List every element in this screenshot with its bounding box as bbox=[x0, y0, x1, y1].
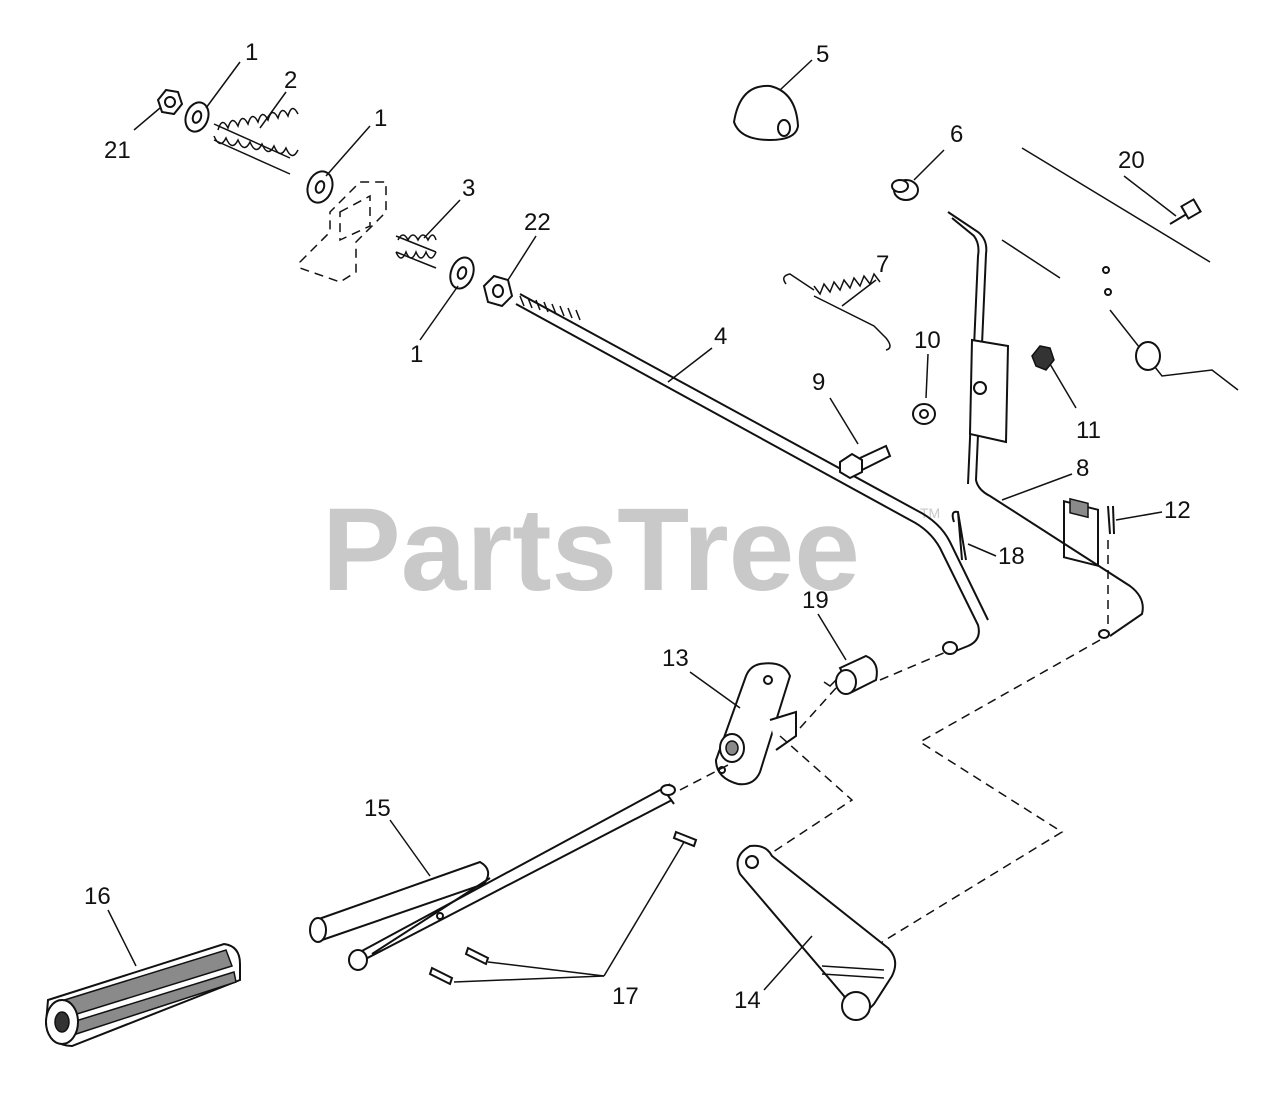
part-13-bracket[interactable] bbox=[714, 662, 797, 786]
watermark-brand: PartsTree bbox=[322, 484, 860, 616]
callout-14: 14 bbox=[734, 987, 761, 1014]
callout-12: 12 bbox=[1164, 497, 1191, 524]
callout-1-middle: 1 bbox=[374, 105, 387, 132]
part-20-screw[interactable] bbox=[1169, 198, 1202, 225]
part-7-spring[interactable] bbox=[783, 272, 891, 351]
assembly-dashed-lines bbox=[679, 540, 1109, 943]
callout-10: 10 bbox=[914, 327, 941, 354]
callout-15: 15 bbox=[364, 795, 391, 822]
part-17-pin-b[interactable] bbox=[464, 946, 490, 966]
part-9-bolt[interactable] bbox=[839, 444, 892, 480]
part-18-cotter-pin[interactable] bbox=[951, 510, 967, 561]
watermark-trademark: TM bbox=[920, 505, 940, 521]
part-17-pin-c[interactable] bbox=[428, 966, 454, 986]
callout-19: 19 bbox=[802, 587, 829, 614]
part-11-nut[interactable] bbox=[1031, 345, 1055, 371]
frame-outline bbox=[1001, 147, 1239, 391]
part-19-pin[interactable] bbox=[823, 654, 878, 695]
callout-17: 17 bbox=[612, 983, 639, 1010]
part-12-pin[interactable] bbox=[1107, 505, 1115, 535]
part-14-bracket[interactable] bbox=[736, 844, 897, 1021]
callout-6: 6 bbox=[950, 121, 963, 148]
dashed-bracket-outline bbox=[299, 181, 387, 283]
callout-2: 2 bbox=[284, 67, 297, 94]
part-21-nut[interactable] bbox=[156, 88, 184, 116]
callout-9: 9 bbox=[812, 369, 825, 396]
part-4-rod[interactable] bbox=[515, 293, 989, 655]
callout-22: 22 bbox=[524, 209, 551, 236]
part-17-pin-a[interactable] bbox=[672, 830, 698, 848]
callout-16: 16 bbox=[84, 883, 111, 910]
part-2-spring[interactable] bbox=[213, 107, 299, 175]
callout-1-top: 1 bbox=[245, 39, 258, 66]
callout-7: 7 bbox=[876, 251, 889, 278]
callout-8: 8 bbox=[1076, 455, 1089, 482]
callout-11: 11 bbox=[1076, 417, 1101, 444]
part-16-pedal-pad[interactable] bbox=[44, 942, 241, 1048]
part-3-spring[interactable] bbox=[395, 234, 437, 269]
callout-13: 13 bbox=[662, 645, 689, 672]
leader-lines bbox=[107, 59, 1177, 991]
part-22-nut[interactable] bbox=[482, 274, 514, 308]
part-15-pedal-arm[interactable] bbox=[309, 783, 676, 971]
callout-18: 18 bbox=[998, 543, 1025, 570]
part-1-washer-upper[interactable] bbox=[182, 99, 213, 135]
part-1-washer-lower[interactable] bbox=[446, 254, 478, 292]
part-10-bushing[interactable] bbox=[912, 403, 936, 425]
part-8-lever-rod[interactable] bbox=[947, 211, 1144, 639]
callout-20: 20 bbox=[1118, 147, 1145, 174]
part-1-washer-middle[interactable] bbox=[303, 168, 336, 206]
part-6-bushing[interactable] bbox=[891, 179, 919, 201]
part-5-knob[interactable] bbox=[732, 84, 800, 142]
callout-1-lower: 1 bbox=[410, 341, 423, 368]
callout-4: 4 bbox=[714, 323, 727, 350]
callout-5: 5 bbox=[816, 41, 829, 68]
callout-21: 21 bbox=[104, 137, 131, 164]
callout-3: 3 bbox=[462, 175, 475, 202]
